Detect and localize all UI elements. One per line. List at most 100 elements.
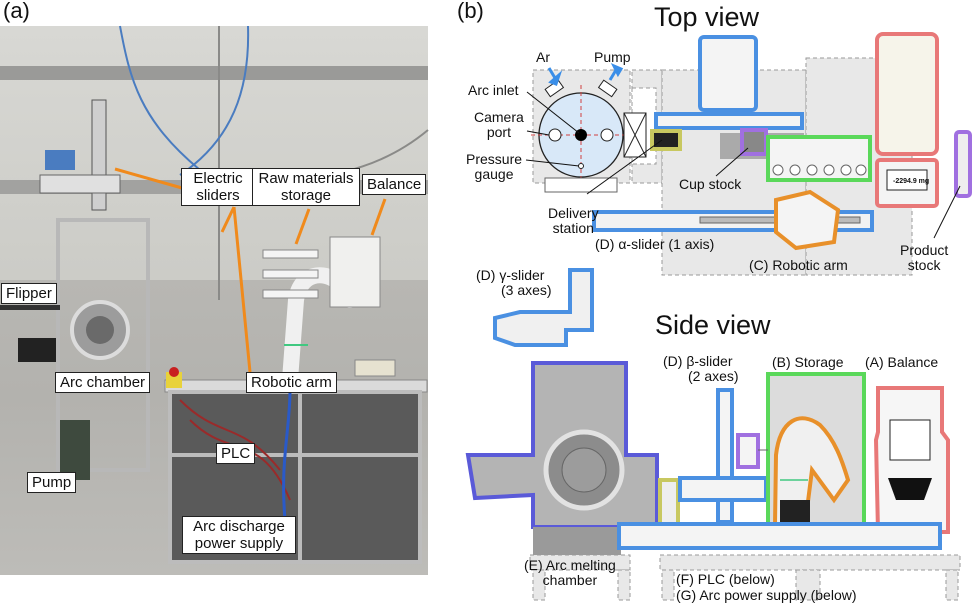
label-beta-slider: (D) β-slider (2 axes)	[663, 354, 739, 384]
flipper-block	[18, 338, 56, 362]
label-text: station	[552, 220, 594, 236]
callout-text: sliders	[196, 187, 240, 204]
arc-inlet-point	[575, 129, 587, 141]
side-view-title: Side view	[655, 310, 771, 340]
alpha-slider-side	[617, 522, 942, 550]
blue-cable	[119, 25, 201, 171]
raw-materials-storage-photo	[262, 249, 319, 299]
delivery-station-top	[650, 129, 682, 151]
label-delivery-station: Delivery station	[548, 206, 599, 236]
blue-hose	[282, 389, 292, 521]
label-product-stock: Product stock	[900, 243, 948, 273]
gamma-slider-top	[698, 35, 758, 112]
label-storage: (B) Storage	[772, 354, 844, 370]
slider-motor-photo	[45, 150, 75, 170]
alpha-slider-top	[592, 210, 874, 232]
chamber-base-plate	[544, 177, 618, 193]
callout-balance: Balance	[362, 174, 427, 195]
label-pump: Pump	[594, 49, 631, 65]
label-gamma-slider: (D) γ-slider (3 axes)	[476, 268, 552, 298]
robotic-arm-top	[774, 189, 841, 251]
beta-slider-vertical	[716, 388, 734, 524]
callout-plc: PLC	[216, 443, 256, 464]
callout-text: Arc discharge	[193, 518, 285, 535]
label-text: gauge	[474, 166, 514, 182]
callout-electric-sliders: Electric sliders	[181, 168, 255, 206]
emergency-stop-button	[169, 367, 179, 377]
label-ar: Ar	[536, 49, 550, 65]
flipper-bar	[0, 305, 60, 310]
arc-chamber-top-circle	[538, 92, 624, 178]
flow-arrows	[547, 63, 624, 86]
storage-side	[766, 372, 866, 546]
label-text: port	[486, 124, 511, 140]
valves	[544, 79, 618, 98]
callout-arc-discharge-power-supply: Arc discharge power supply	[182, 516, 296, 554]
callout-text: Raw materials	[258, 170, 354, 187]
callout-flipper: Flipper	[1, 283, 57, 304]
balance-photo	[329, 236, 381, 308]
label-camera-port: Camera port	[474, 110, 524, 140]
callout-raw-materials-storage: Raw materials storage	[252, 168, 360, 206]
label-text: (E) Arc melting	[524, 557, 616, 573]
top-view-title: Top view	[654, 2, 760, 32]
label-text: Camera	[474, 109, 524, 125]
wall-rail-top	[0, 66, 428, 80]
label-plc-side: (F) PLC (below)	[676, 571, 775, 587]
robotic-arm-side	[772, 416, 851, 527]
beta-slider-horizontal	[678, 476, 768, 502]
label-balance-side: (A) Balance	[865, 354, 939, 370]
callout-arc-chamber: Arc chamber	[55, 372, 151, 393]
label-text: chamber	[542, 572, 598, 588]
gate-valve	[623, 112, 647, 158]
slider-rail-top	[654, 112, 804, 130]
callout-pump: Pump	[27, 472, 77, 493]
label-alpha-slider: (D) α-slider (1 axis)	[595, 236, 715, 252]
label-text: (D) β-slider	[663, 353, 733, 369]
label-pressure-gauge: Pressure gauge	[466, 152, 522, 182]
blue-cable	[179, 25, 250, 176]
label-text: (3 axes)	[501, 282, 552, 298]
label-arc-power-supply-side: (G) Arc power supply (below)	[676, 587, 857, 603]
camera-port-left	[548, 128, 562, 142]
horizontal-slider-photo	[39, 174, 121, 194]
label-text: Pressure	[466, 151, 523, 167]
balance-top	[875, 32, 939, 156]
balance-readout: -2294.9 mg	[893, 178, 930, 185]
label-text: stock	[907, 257, 941, 273]
chamber-frame-photo	[56, 218, 150, 472]
top-view-base	[532, 57, 913, 276]
product-stock-side	[736, 433, 760, 469]
label-arc-inlet: Arc inlet	[468, 82, 519, 98]
label-arc-melting-chamber: (E) Arc melting chamber	[524, 558, 616, 588]
mechanism-top	[720, 133, 804, 159]
callout-leaders	[114, 167, 387, 373]
storage-vials-top	[772, 164, 867, 176]
label-robotic-arm-top: (C) Robotic arm	[749, 257, 848, 273]
callout-robotic-arm: Robotic arm	[246, 372, 337, 393]
product-stock-top	[954, 130, 972, 198]
photo-illustration	[0, 25, 429, 564]
pressure-gauge-point	[578, 163, 584, 169]
red-wires	[179, 399, 281, 471]
label-text: (2 axes)	[688, 368, 739, 384]
chamber-flange-side	[543, 429, 625, 511]
raw-storage-top	[766, 135, 872, 182]
cup-stock-top	[740, 128, 768, 156]
arc-melting-chamber-side	[465, 361, 659, 529]
balance-display-photo	[354, 359, 396, 377]
callout-text: Electric	[193, 170, 243, 187]
arc-chamber-window	[86, 316, 114, 344]
emergency-stop-base	[166, 372, 182, 388]
camera-port-right	[600, 128, 614, 142]
balance-side	[873, 386, 950, 534]
panel-a-label: (a)	[3, 0, 30, 23]
label-cup-stock: Cup stock	[679, 176, 742, 192]
label-text: (D) γ-slider	[476, 267, 545, 283]
panel-b-label: (b)	[457, 0, 484, 23]
delivery-station-side	[658, 478, 680, 532]
pump-photo	[60, 420, 90, 480]
label-text: Delivery	[548, 205, 599, 221]
label-text: Product	[900, 242, 949, 258]
callout-text: storage	[280, 187, 332, 204]
